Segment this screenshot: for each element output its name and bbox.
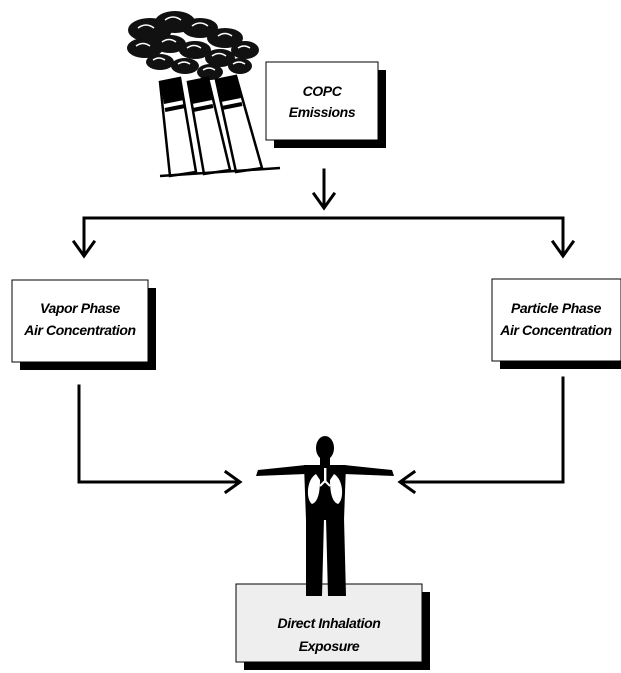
particle-label-line1: Particle Phase	[511, 300, 602, 316]
exposure-box: Direct Inhalation Exposure	[235, 583, 430, 670]
connector-lines	[71, 168, 576, 495]
vapor-phase-box: Vapor Phase Air Concentration	[11, 279, 156, 370]
emissions-box: COPC Emissions	[265, 61, 386, 148]
vapor-label-line1: Vapor Phase	[40, 300, 121, 316]
emissions-label-line2: Emissions	[289, 104, 356, 120]
vapor-label-line2: Air Concentration	[23, 322, 135, 338]
emissions-label-line1: COPC	[303, 83, 343, 99]
exposure-label-line2: Exposure	[299, 638, 360, 654]
factory-smokestacks-icon	[127, 11, 281, 178]
particle-phase-box: Particle Phase Air Concentration	[491, 278, 621, 369]
exposure-label-line1: Direct Inhalation	[278, 615, 381, 631]
human-figure-lungs-icon	[256, 436, 394, 596]
particle-label-line2: Air Concentration	[499, 322, 611, 338]
